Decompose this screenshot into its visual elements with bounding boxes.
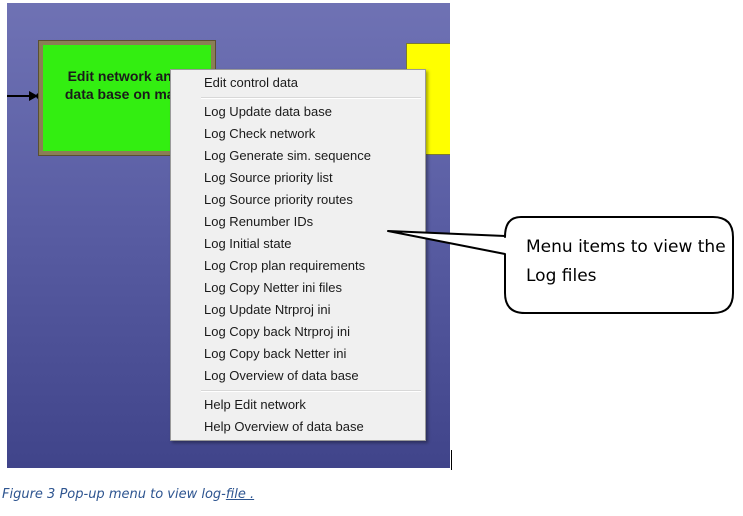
callout-text: Menu items to view the Log files [526,237,726,286]
figure-caption-text: Figure 3 Pop-up menu to view log- [2,487,226,502]
connector-line [7,95,33,97]
menu-item-log-copy-back-ntrproj-ini[interactable]: Log Copy back Ntrproj ini [204,324,350,339]
menu-item-log-copy-back-netter-ini[interactable]: Log Copy back Netter ini [204,346,347,361]
context-menu: Edit control data Log Update data base L… [170,69,426,441]
menu-separator [201,390,421,392]
menu-item-help-edit-network[interactable]: Help Edit network [204,397,306,412]
menu-item-log-source-priority-routes[interactable]: Log Source priority routes [204,192,353,207]
caption-file-link[interactable]: file . [225,487,255,502]
edit-network-box-label: Edit network and data base on map [64,68,184,102]
menu-item-help-overview-of-data-base[interactable]: Help Overview of data base [204,419,364,434]
menu-item-log-overview-of-data-base[interactable]: Log Overview of data base [204,368,359,383]
callout-bubble [387,216,734,314]
menu-item-log-crop-plan-requirements[interactable]: Log Crop plan requirements [204,258,366,273]
text-cursor [451,450,452,470]
menu-item-log-generate-sim-sequence[interactable]: Log Generate sim. sequence [204,148,371,163]
menu-separator [201,97,421,99]
menu-item-log-check-network[interactable]: Log Check network [204,126,316,141]
menu-item-log-source-priority-list[interactable]: Log Source priority list [204,170,333,185]
menu-item-edit-control-data[interactable]: Edit control data [204,75,298,90]
network-map-canvas[interactable]: Edit network and data base on map Edit c… [7,3,450,468]
figure-caption: Figure 3 Pop-up menu to view log-file . [2,487,254,502]
menu-item-log-copy-netter-ini-files[interactable]: Log Copy Netter ini files [204,280,343,295]
menu-item-log-initial-state[interactable]: Log Initial state [204,236,292,251]
menu-item-log-update-data-base[interactable]: Log Update data base [204,104,332,119]
menu-item-log-renumber-ids[interactable]: Log Renumber IDs [204,214,314,229]
menu-item-log-update-ntrproj-ini[interactable]: Log Update Ntrproj ini [204,302,331,317]
arrow-head-icon [29,91,38,101]
